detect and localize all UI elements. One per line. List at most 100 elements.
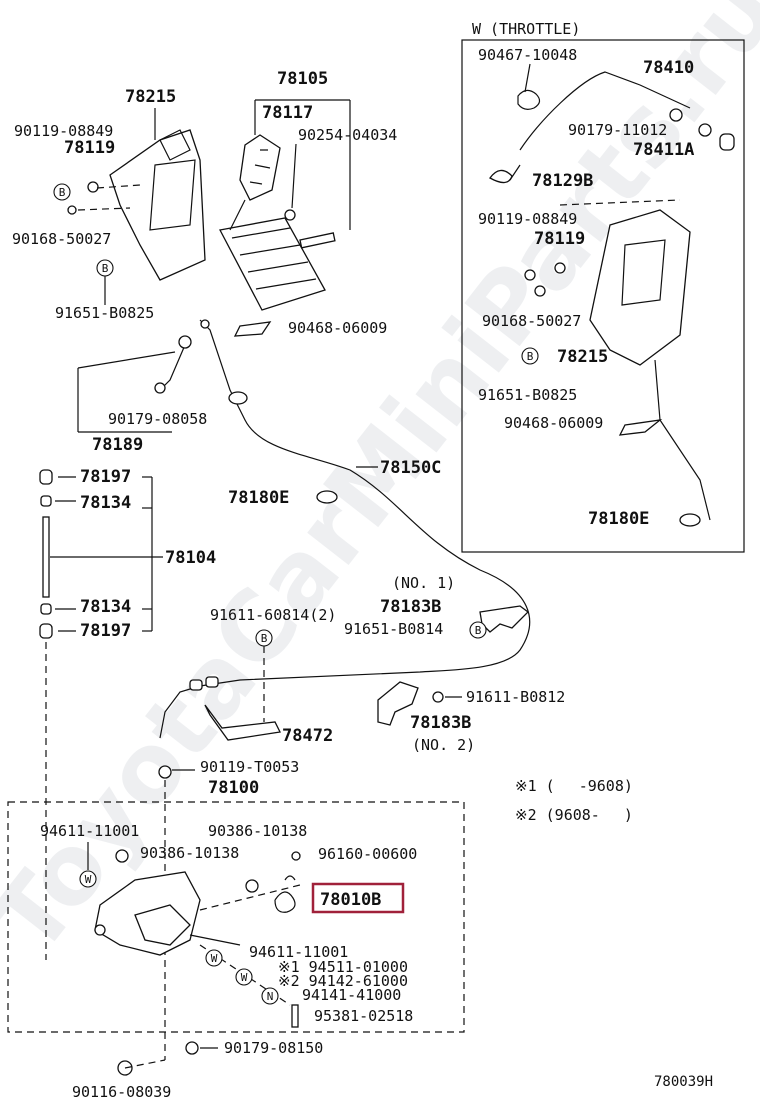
label-78150C: 78150C: [380, 458, 441, 478]
rod-78189: [161, 344, 186, 389]
sensor-pin: [94, 924, 106, 936]
label-78119: 78119: [64, 138, 115, 158]
pedal-link: [229, 199, 246, 231]
leader-screw: [77, 207, 131, 211]
throttle-clip: [517, 89, 541, 110]
pin-95381-02518: [291, 1004, 299, 1028]
label-t90168-50027: 90168-50027: [482, 312, 581, 330]
throttle-clamp: [489, 169, 513, 184]
label-t90179-11012: 90179-11012: [568, 121, 667, 139]
dash-spring: [199, 884, 301, 911]
cable-fitting-2: [205, 676, 219, 688]
callout-w-3: [235, 968, 253, 986]
rod-end-78189: [178, 335, 192, 349]
shaft: [189, 934, 241, 946]
label-94142-61000: ※2 94142-61000: [278, 972, 408, 990]
grommet-78180E: [316, 490, 338, 504]
callout-w-2-text: W: [211, 952, 218, 965]
label-94511-01000: ※1 94511-01000: [278, 958, 408, 976]
sensor-lever: [134, 904, 191, 946]
label-90386-10138-a: 90386-10138: [208, 822, 307, 840]
label-78215: 78215: [125, 87, 176, 107]
leader-t90467: [524, 63, 531, 93]
label-t91651-B0825: 91651-B0825: [478, 386, 577, 404]
label-78197-bottom: 78197: [80, 621, 131, 641]
pedal-arm-78117: [239, 134, 281, 201]
cable-fitting-1: [189, 679, 203, 691]
pedal-pad-ribs: [231, 227, 317, 290]
label-91611-B0812: 91611-B0812: [466, 688, 565, 706]
callout-b-3-text: B: [475, 624, 482, 637]
throttle-nut-2: [698, 123, 712, 137]
bracket-top: [159, 129, 191, 161]
nut-90179-08058: [154, 382, 166, 394]
label-94141-41000: 94141-41000: [302, 986, 401, 1004]
pedal-bracket-78215: [109, 129, 206, 281]
throttle-leader: [559, 199, 681, 206]
label-78134-top: 78134: [80, 493, 131, 513]
bracket-78189-top: [77, 351, 176, 369]
pedal-pad-78105: [219, 217, 326, 311]
throttle-cap: [719, 133, 735, 151]
callout-b-throttle: [521, 347, 539, 365]
pedal-stopper: [299, 232, 336, 249]
label-78117: 78117: [262, 103, 313, 123]
callout-b-2-text: B: [102, 262, 109, 275]
cap-78197-bottom: [39, 623, 53, 639]
label-78105: 78105: [277, 69, 328, 89]
label-96160-00600: 96160-00600: [318, 845, 417, 863]
callout-n-1-text: N: [267, 990, 274, 1003]
bolt-90179-08150: [185, 1041, 199, 1055]
leader-90254: [291, 143, 297, 209]
label-t78411A: 78411A: [633, 140, 694, 160]
cable-grommet: [228, 391, 248, 405]
callout-b-1-text: B: [59, 186, 66, 199]
label-78100: 78100: [208, 778, 259, 798]
assembly-box-78100: [7, 801, 465, 1033]
callout-w-1: [79, 870, 97, 888]
label-90119-08849: 90119-08849: [14, 122, 113, 140]
label-78134-bottom: 78134: [80, 597, 131, 617]
label-90179-08150: 90179-08150: [224, 1039, 323, 1057]
clamp-78183B-no1: [479, 605, 529, 633]
callout-w-3-text: W: [241, 971, 248, 984]
label-no1: (NO. 1): [392, 574, 455, 592]
label-t78180E: 78180E: [588, 509, 649, 529]
callout-n-1: [261, 987, 279, 1005]
label-no2: (NO. 2): [412, 736, 475, 754]
label-90386-10138-b: 90386-10138: [140, 844, 239, 862]
bolt-90119-T0053: [158, 765, 172, 779]
throttle-clip-lower: [618, 419, 663, 436]
throttle-box-title: W (THROTTLE): [472, 20, 580, 38]
throttle-pedal-bracket: [589, 209, 691, 366]
label-t78129B: 78129B: [532, 171, 593, 191]
bolt-91611-B0812: [432, 691, 444, 703]
clamp-78183B-no2: [377, 681, 419, 726]
highlight-78010B: [311, 882, 405, 914]
label-90116-08039: 90116-08039: [72, 1083, 171, 1101]
throttle-cable-lower: [654, 359, 711, 521]
throttle-cable-line: [519, 71, 691, 151]
clip-96160: [291, 851, 301, 861]
label-78472: 78472: [282, 726, 333, 746]
pedal-arm-detail: [249, 149, 271, 185]
throttle-cable-end: [509, 164, 521, 181]
bracket-window: [149, 159, 196, 231]
label-78183B-1: 78183B: [380, 597, 441, 617]
label-78197-top: 78197: [80, 467, 131, 487]
label-78183B-2: 78183B: [410, 713, 471, 733]
label-91651-B0825: 91651-B0825: [55, 304, 154, 322]
label-t78215: 78215: [557, 347, 608, 367]
note-2: ※2 (9608- ): [515, 806, 633, 824]
figure-code: 780039H: [654, 1074, 713, 1090]
label-90119-T0053: 90119-T0053: [200, 758, 299, 776]
label-t78119: 78119: [534, 229, 585, 249]
label-90468-06009: 90468-06009: [288, 319, 387, 337]
bracket-78472: [204, 704, 281, 741]
callout-b-1: [53, 183, 71, 201]
throttle-bolt: [524, 269, 536, 281]
label-t90468-06009: 90468-06009: [504, 414, 603, 432]
screw-90168: [67, 205, 77, 215]
label-95381-02518: 95381-02518: [314, 1007, 413, 1025]
